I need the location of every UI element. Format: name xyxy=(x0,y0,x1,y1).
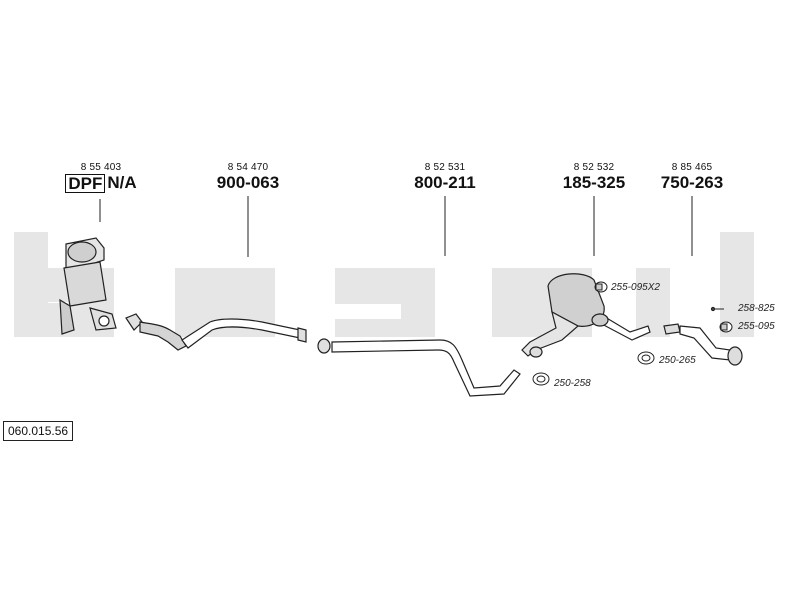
fitting-label-clamp: 255-095 xyxy=(738,321,775,332)
fitting-label-gasket-front: 250-258 xyxy=(554,378,591,389)
rear-muffler[interactable] xyxy=(521,273,651,358)
bosal-number: 185-325 xyxy=(562,173,626,192)
dpf-label-group: DPF N/A xyxy=(65,173,137,193)
fitting-label-bolt: 258-825 xyxy=(738,303,775,314)
oe-number: 8 55 403 xyxy=(80,162,122,173)
fitting-label-clamp-x2: 255-095X2 xyxy=(611,282,660,293)
clamp-icon xyxy=(594,281,608,293)
part-label-center-pipe: 8 52 531 800-211 xyxy=(405,162,485,193)
fitting-label-gasket-rear: 250-265 xyxy=(659,355,696,366)
oe-number: 8 54 470 xyxy=(227,162,269,173)
clamp-icon xyxy=(719,321,733,333)
part-label-rear-muffler: 8 52 532 185-325 xyxy=(554,162,634,193)
oe-number: 8 85 465 xyxy=(671,162,713,173)
oe-number: 8 52 532 xyxy=(573,162,615,173)
part-label-front-pipe: 8 54 470 900-063 xyxy=(208,162,288,193)
oe-number: 8 52 531 xyxy=(424,162,466,173)
bosal-number: 750-263 xyxy=(660,173,724,192)
dpf-unit[interactable] xyxy=(59,237,117,335)
center-pipe[interactable] xyxy=(317,338,521,397)
part-label-tail-pipe: 8 85 465 750-263 xyxy=(652,162,732,193)
dpf-label: DPF xyxy=(65,173,106,193)
gasket-ring-icon xyxy=(637,351,655,365)
part-label-dpf: 8 55 403 DPF N/A xyxy=(62,162,140,194)
bosal-number: 800-211 xyxy=(414,173,476,192)
tail-pipe[interactable] xyxy=(663,323,743,366)
bosal-number: 900-063 xyxy=(216,173,280,192)
diagram-code: 060.015.56 xyxy=(3,421,74,441)
dpf-status: N/A xyxy=(107,173,137,192)
bolt-icon xyxy=(710,306,724,312)
front-pipe[interactable] xyxy=(125,313,307,351)
gasket-ring-icon xyxy=(532,372,550,386)
